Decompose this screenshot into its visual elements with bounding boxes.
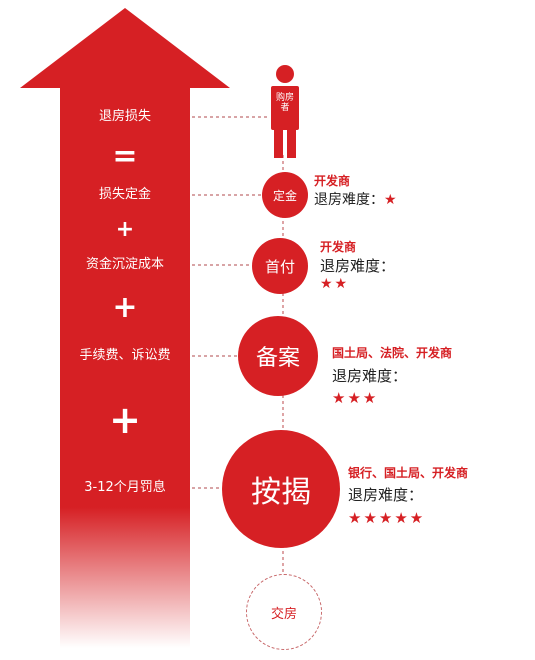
arrow-text-deposit-loss: 损失定金 bbox=[98, 187, 151, 202]
arrow-text-fees: 手续费、诉讼费 bbox=[79, 348, 171, 363]
star-rating: ★★★ bbox=[332, 389, 379, 407]
stage-parties-deposit: 开发商 bbox=[314, 174, 351, 188]
stage-circle-downpayment: 首付 bbox=[252, 238, 308, 294]
stage-circle-mortgage: 按揭 bbox=[222, 430, 340, 548]
arrow-text-penalty: 3-12个月罚息 bbox=[84, 480, 166, 495]
plus-sign: + bbox=[109, 398, 141, 442]
stage-difficulty-filing: 退房难度： bbox=[332, 367, 408, 385]
arrow-text-capital-cost: 资金沉淀成本 bbox=[85, 257, 164, 272]
arrow-text-loss: 退房损失 bbox=[98, 109, 151, 124]
plus-sign: + bbox=[112, 290, 138, 325]
stage-parties-downpayment: 开发商 bbox=[320, 240, 357, 254]
stage-circle-handover: 交房 bbox=[246, 574, 322, 650]
stage-circle-filing: 备案 bbox=[238, 316, 318, 396]
stage-difficulty-downpayment: 退房难度： bbox=[320, 257, 396, 275]
star-rating: ★ bbox=[384, 192, 399, 208]
stage-parties-filing: 国土局、法院、开发商 bbox=[332, 346, 453, 360]
person-label: 购房者 bbox=[275, 93, 294, 113]
stage-parties-mortgage: 银行、国土局、开发商 bbox=[348, 466, 469, 480]
stage-difficulty-deposit: 退房难度：★ bbox=[314, 189, 399, 209]
equals-sign: = bbox=[112, 139, 138, 174]
stage-difficulty-mortgage: 退房难度： bbox=[348, 486, 424, 504]
star-rating: ★★★★★ bbox=[348, 509, 426, 527]
loss-arrow bbox=[20, 8, 230, 648]
person-icon bbox=[271, 65, 299, 158]
plus-sign: + bbox=[115, 217, 135, 242]
difficulty-label: 退房难度： bbox=[314, 192, 384, 208]
stage-circle-deposit: 定金 bbox=[262, 172, 308, 218]
star-rating: ★★ bbox=[320, 276, 350, 292]
